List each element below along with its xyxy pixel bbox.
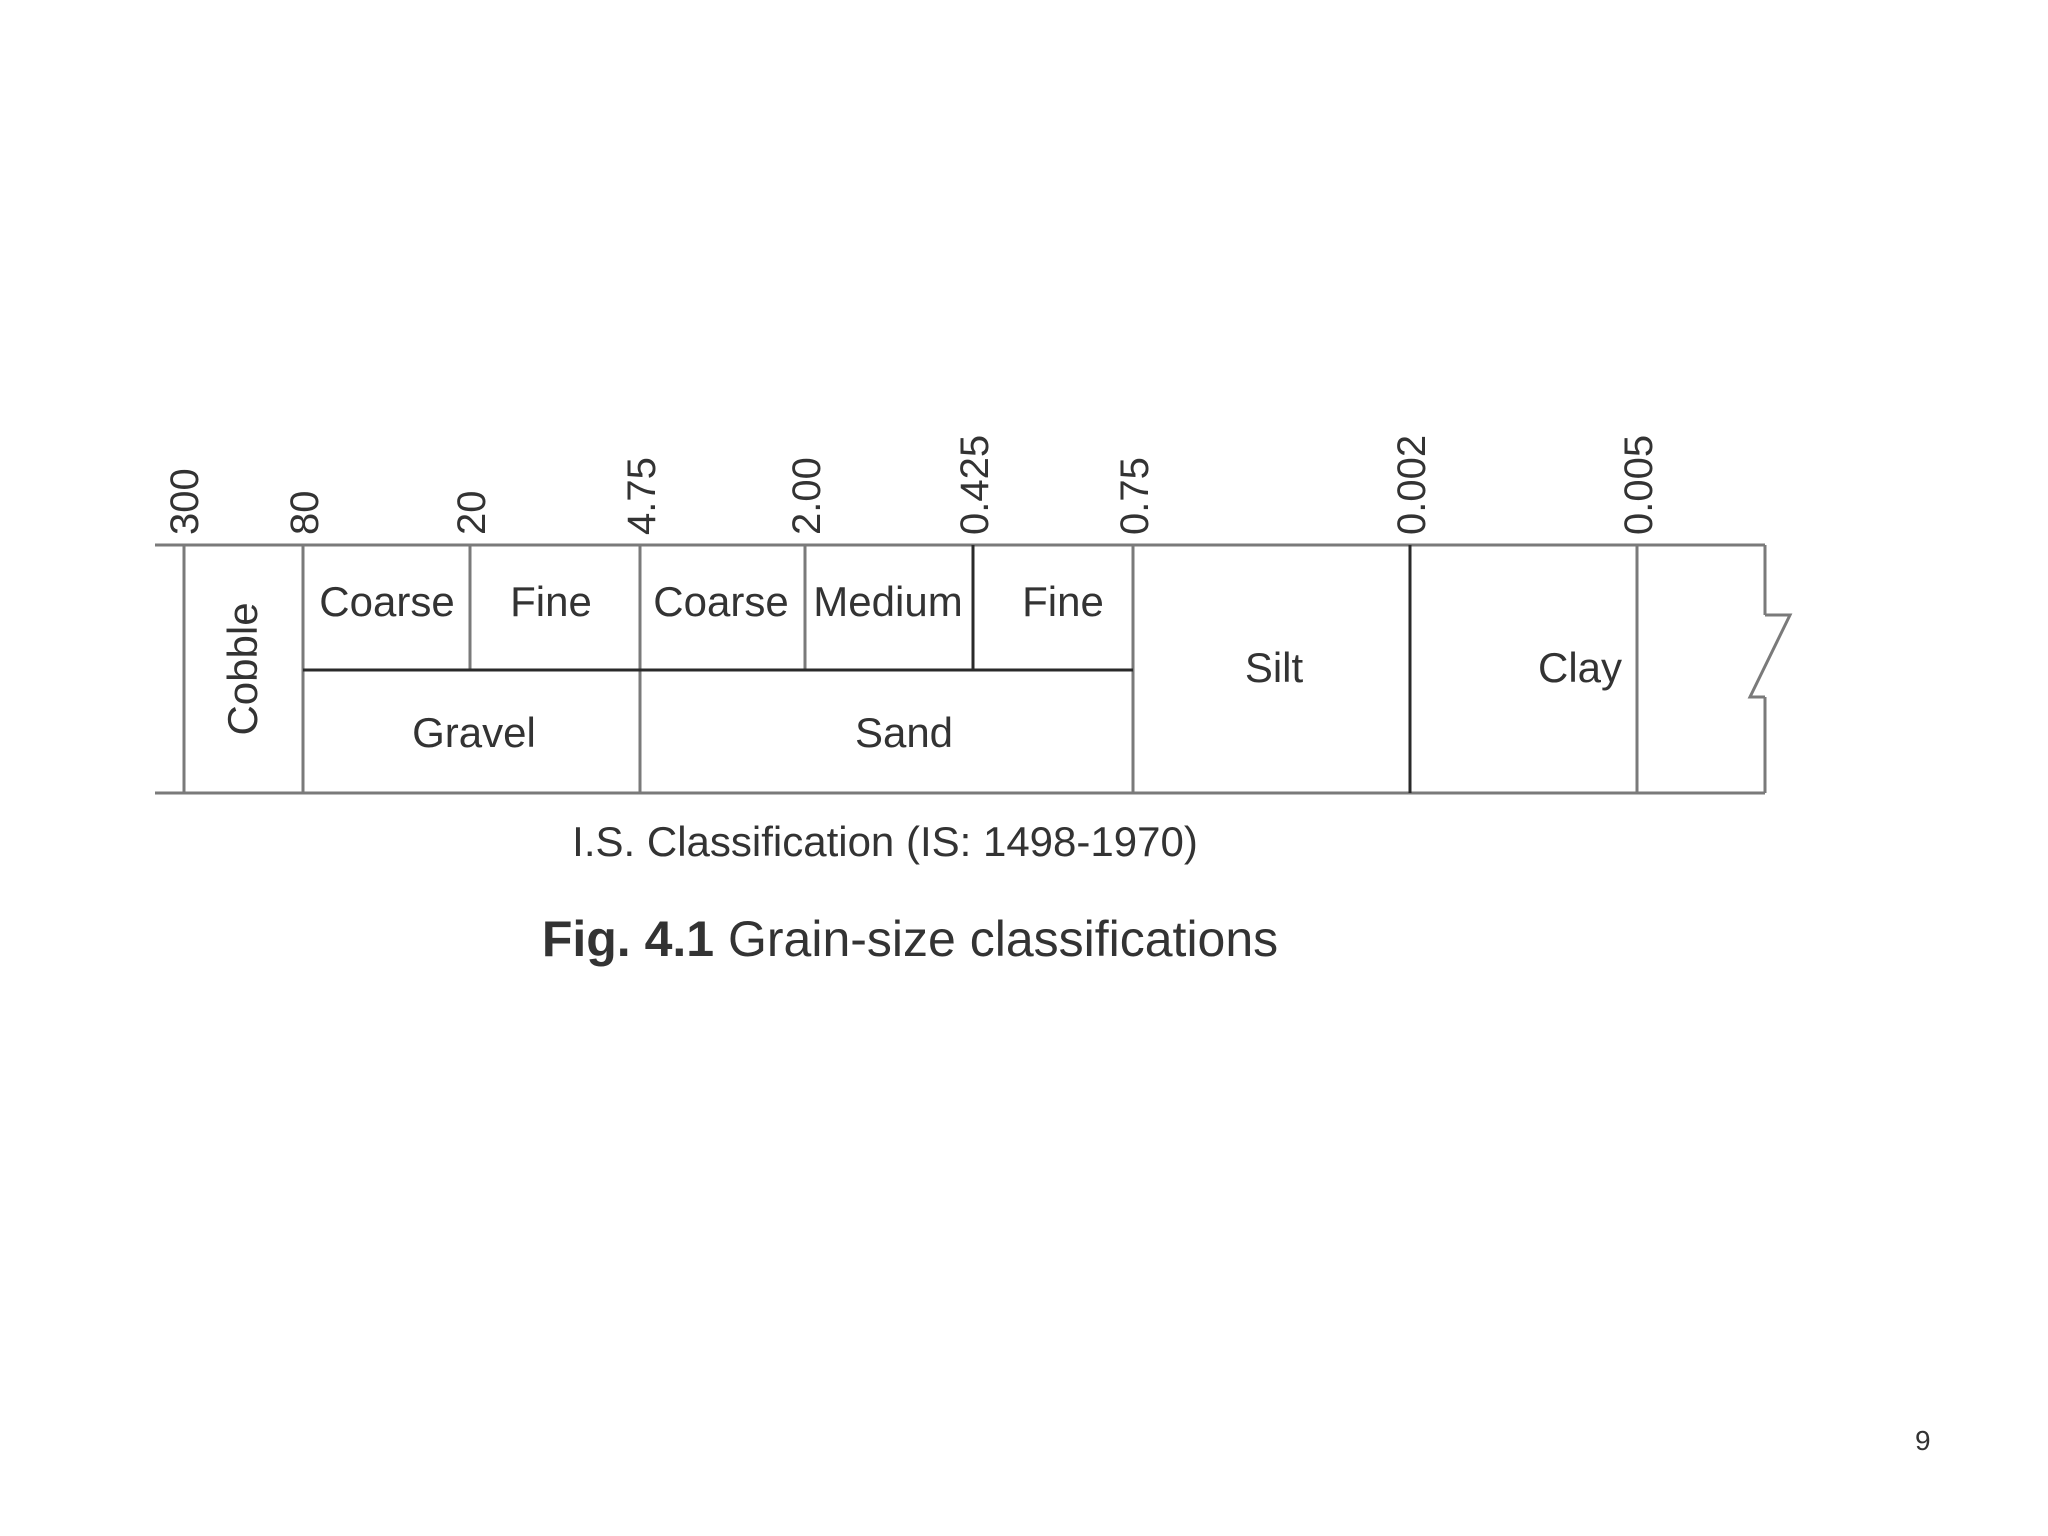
cell-label-clay: Clay bbox=[1538, 644, 1622, 691]
cell-label-gravel: Gravel bbox=[412, 709, 536, 756]
tick-label-300: 300 bbox=[163, 468, 207, 535]
classification-caption: I.S. Classification (IS: 1498-1970) bbox=[572, 818, 1198, 865]
tick-label-0-002: 0.002 bbox=[1390, 435, 1434, 535]
page-number: 9 bbox=[1915, 1425, 1931, 1456]
tick-label-0-425: 0.425 bbox=[953, 435, 997, 535]
cell-label-gravel-fine: Fine bbox=[510, 578, 592, 625]
break-mark bbox=[1747, 613, 1793, 699]
cell-label-sand-fine: Fine bbox=[1022, 578, 1104, 625]
tick-label-80: 80 bbox=[283, 491, 327, 536]
cell-label-gravel-coarse: Coarse bbox=[319, 578, 454, 625]
figure-title: Grain-size classifications bbox=[728, 911, 1279, 967]
tick-label-4-75: 4.75 bbox=[620, 457, 664, 535]
figure-number: Fig. 4.1 bbox=[541, 911, 715, 967]
tick-label-2-00: 2.00 bbox=[785, 457, 829, 535]
cell-label-sand-coarse: Coarse bbox=[653, 578, 788, 625]
cell-label-silt: Silt bbox=[1245, 644, 1304, 691]
tick-label-0-75: 0.75 bbox=[1113, 457, 1157, 535]
cell-label-sand: Sand bbox=[855, 709, 953, 756]
cell-label-sand-medium: Medium bbox=[813, 578, 962, 625]
figure-caption: Fig. 4.1 Grain-size classifications bbox=[0, 910, 1820, 968]
tick-label-0-005: 0.005 bbox=[1617, 435, 1661, 535]
tick-label-20: 20 bbox=[450, 491, 494, 536]
cell-label-cobble: Cobble bbox=[219, 602, 266, 735]
